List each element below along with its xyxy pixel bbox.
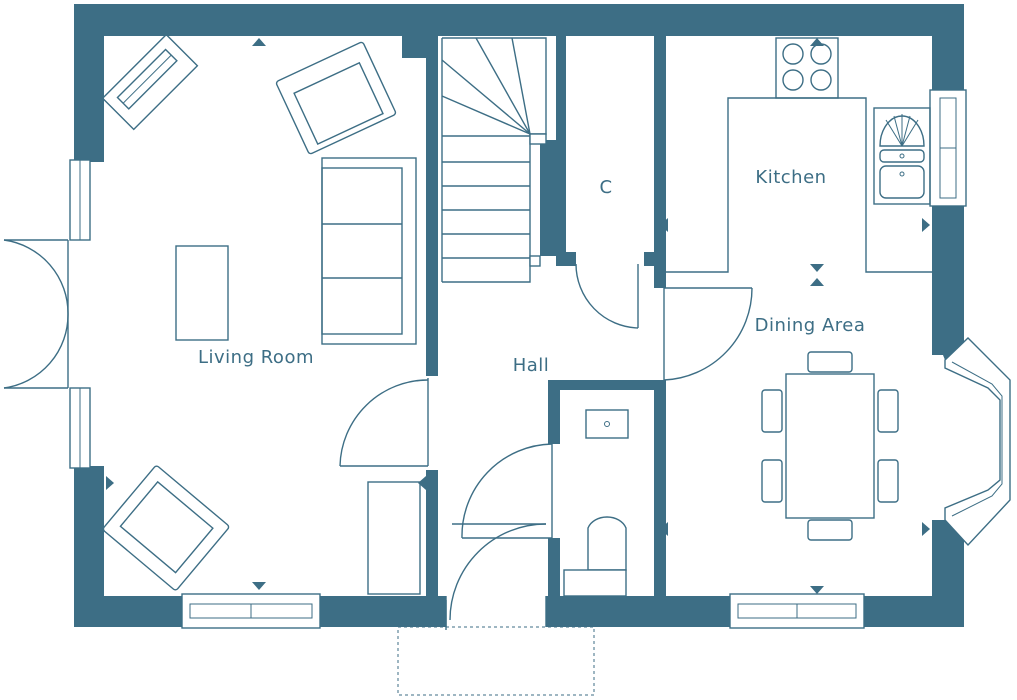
- dining-table: [785, 373, 875, 519]
- french-doors: [3, 239, 69, 389]
- room-label-living-room: Living Room: [198, 347, 314, 368]
- staircase: [441, 37, 547, 283]
- internal-walls: [402, 36, 666, 596]
- door-swings: [339, 263, 753, 630]
- hob: [775, 37, 839, 99]
- room-label-dining-area: Dining Area: [755, 315, 866, 336]
- porch-outline: [397, 626, 595, 696]
- wc-fittings: [563, 409, 629, 597]
- room-label-cupboard: C: [599, 177, 612, 198]
- coffee-table: [175, 245, 229, 341]
- kitchen-fittings: [666, 37, 932, 273]
- sofa: [321, 157, 417, 345]
- room-label-hall: Hall: [513, 355, 550, 376]
- kitchen-sink: [873, 107, 931, 205]
- living-room-furniture: [101, 33, 421, 595]
- sideboard: [367, 481, 421, 595]
- dining-furniture: [761, 351, 899, 541]
- dimension-markers: [106, 38, 930, 594]
- room-label-kitchen: Kitchen: [755, 167, 826, 188]
- outer-walls: [74, 4, 964, 627]
